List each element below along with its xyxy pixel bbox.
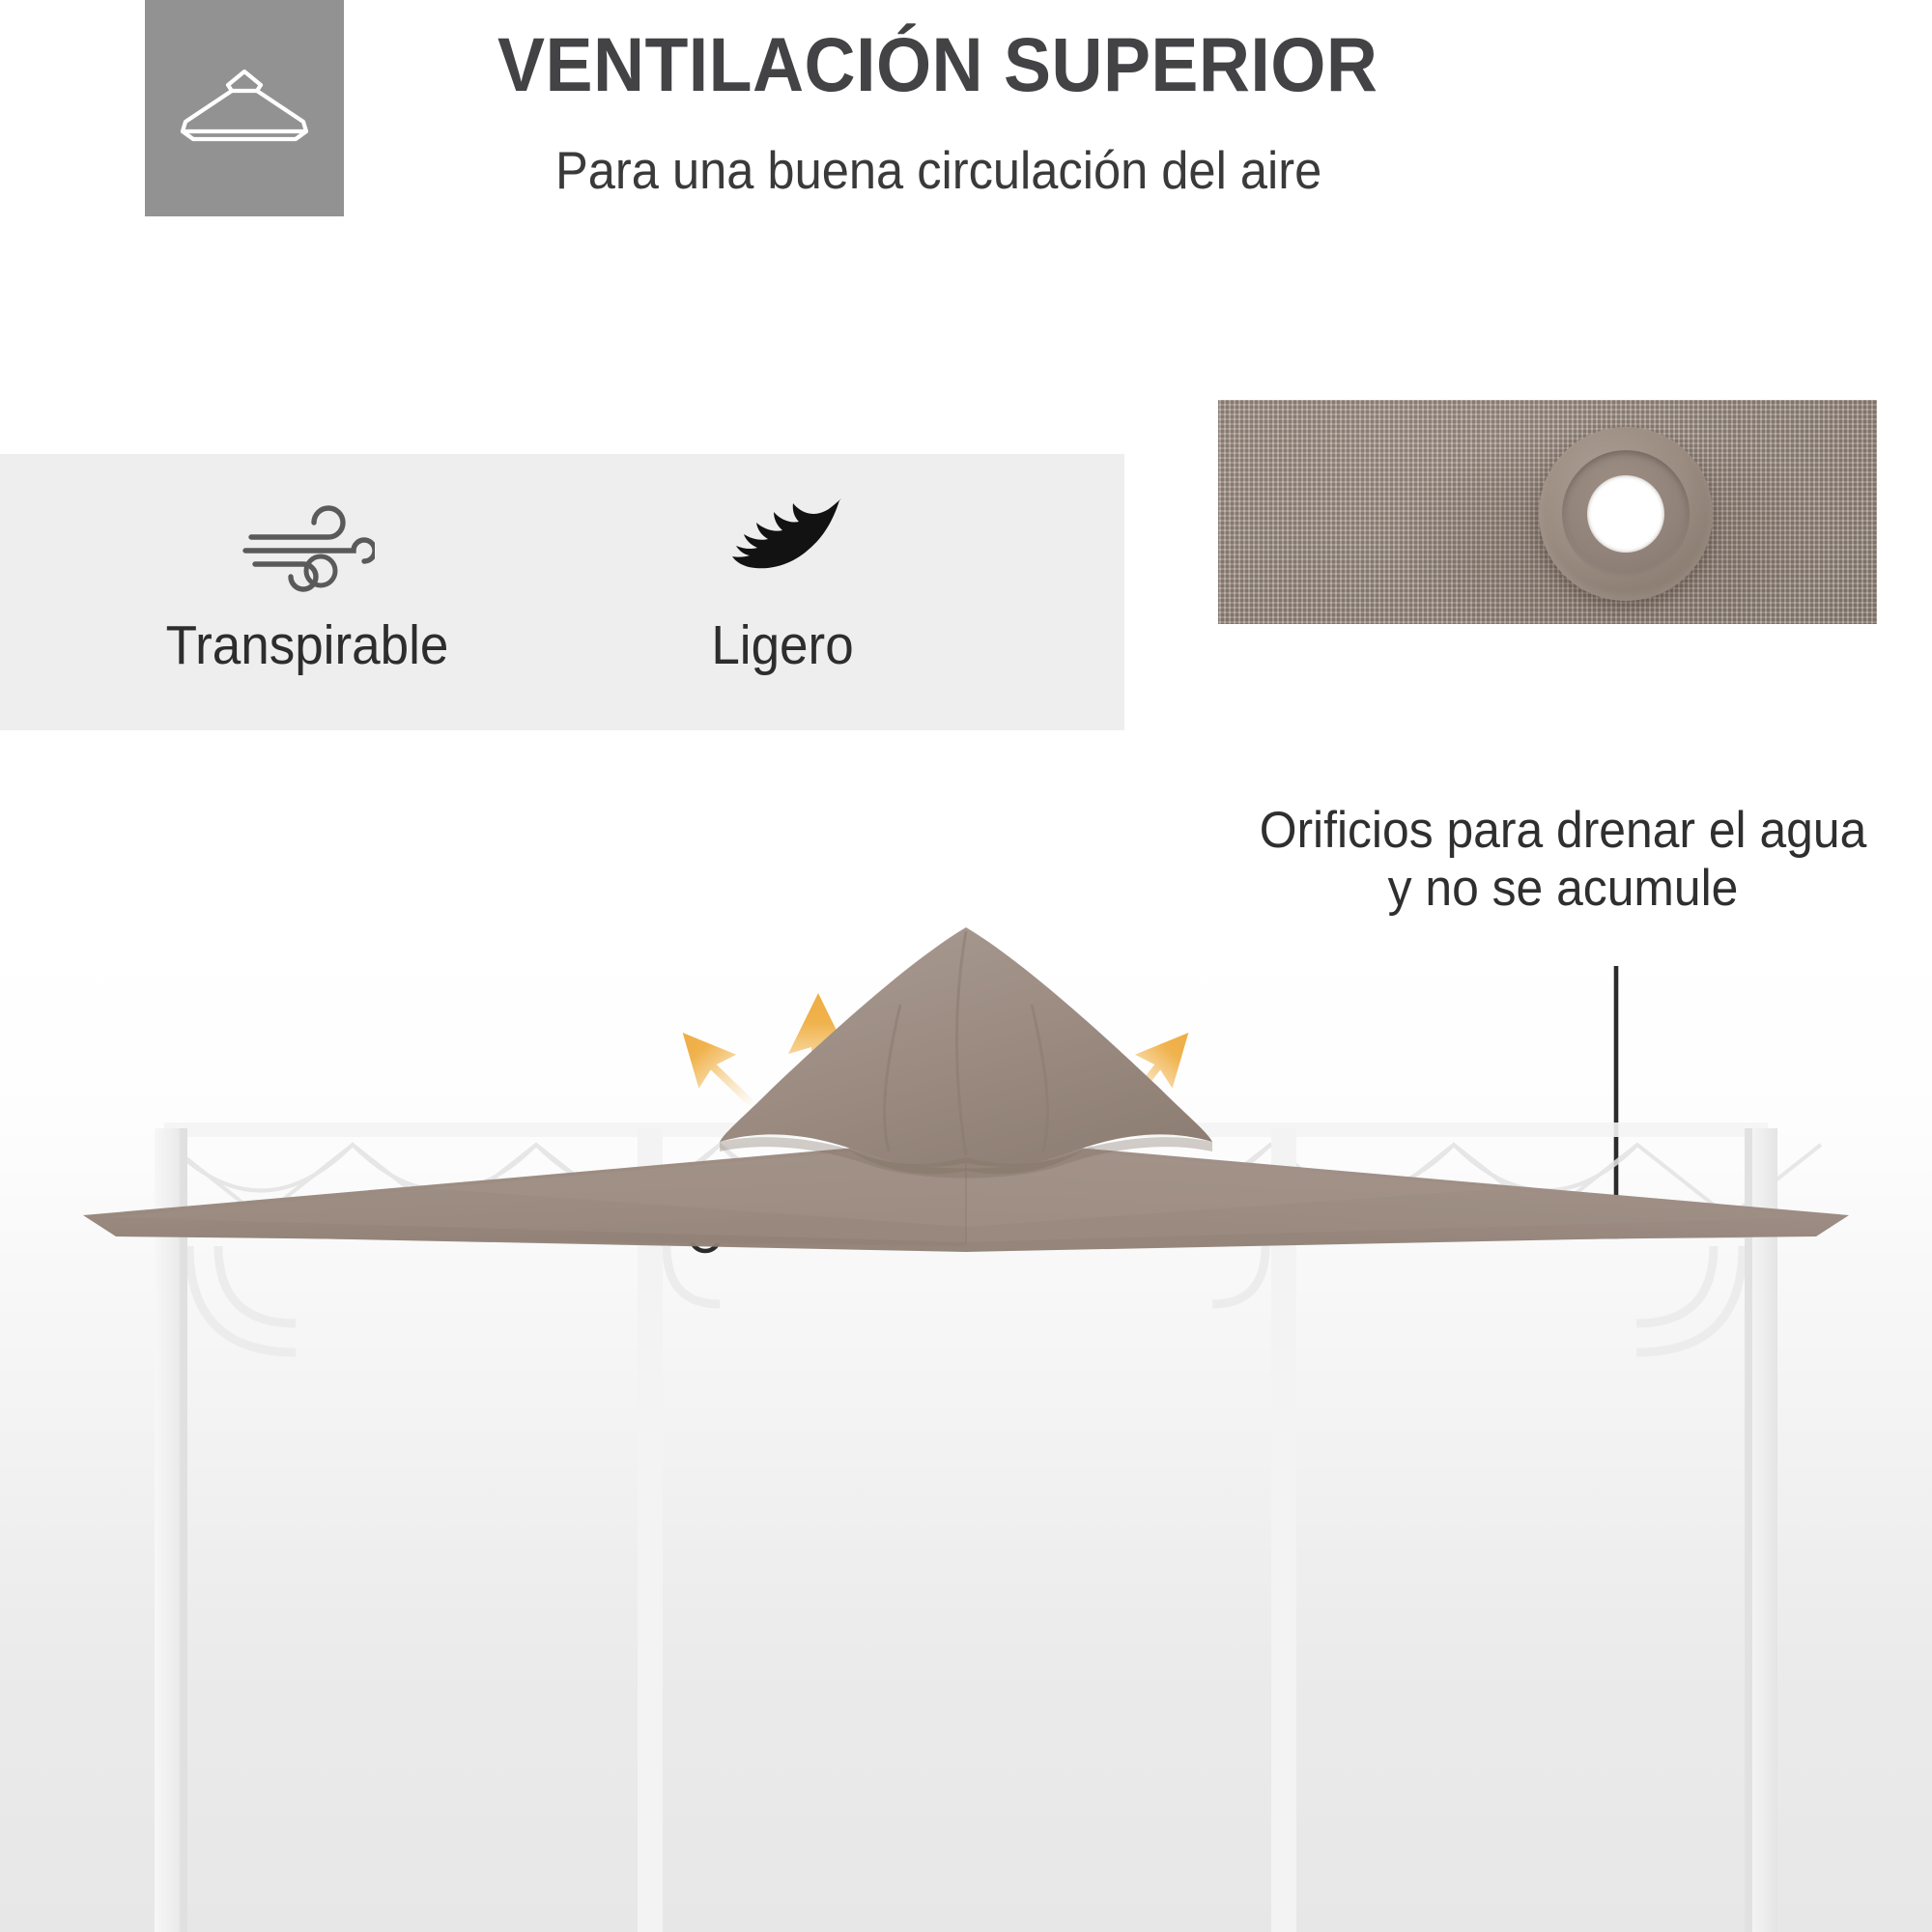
canopy-vent-cap bbox=[720, 927, 1212, 1167]
page-subtitle: Para una buena circulación del aire bbox=[555, 140, 1322, 200]
canopy-slope-right bbox=[966, 1138, 1849, 1246]
wind-icon bbox=[240, 495, 375, 595]
frame-post-inner-right bbox=[1271, 1128, 1296, 1932]
feature-light: Ligero bbox=[580, 454, 985, 730]
canopy-vent-folds bbox=[883, 930, 1049, 1156]
airflow-arrow-1 bbox=[682, 1033, 756, 1108]
frame-corner-brackets bbox=[185, 1245, 1747, 1357]
gazebo-canopy-illustration bbox=[83, 927, 1849, 1932]
grommet-drain-hole-photo bbox=[1218, 400, 1877, 624]
photo-caption: Orificios para drenar el agua y no se ac… bbox=[1259, 802, 1867, 917]
feather-icon bbox=[715, 495, 850, 595]
grommet-eyelet bbox=[1539, 427, 1713, 601]
feature-light-label: Ligero bbox=[711, 614, 854, 676]
gazebo-roof-icon bbox=[180, 69, 309, 142]
feature-breathable-label: Transpirable bbox=[165, 614, 449, 676]
gazebo-roof-icon-box bbox=[145, 0, 344, 216]
canopy bbox=[83, 927, 1849, 1252]
drain-hole bbox=[1587, 475, 1664, 553]
feature-breathable: Transpirable bbox=[75, 454, 539, 730]
feature-panel: Transpirable Ligero bbox=[0, 454, 1124, 730]
canopy-slope-left bbox=[83, 1138, 966, 1246]
frame-post-inner-left bbox=[638, 1128, 663, 1932]
page-title: VENTILACIÓN SUPERIOR bbox=[497, 21, 1378, 107]
